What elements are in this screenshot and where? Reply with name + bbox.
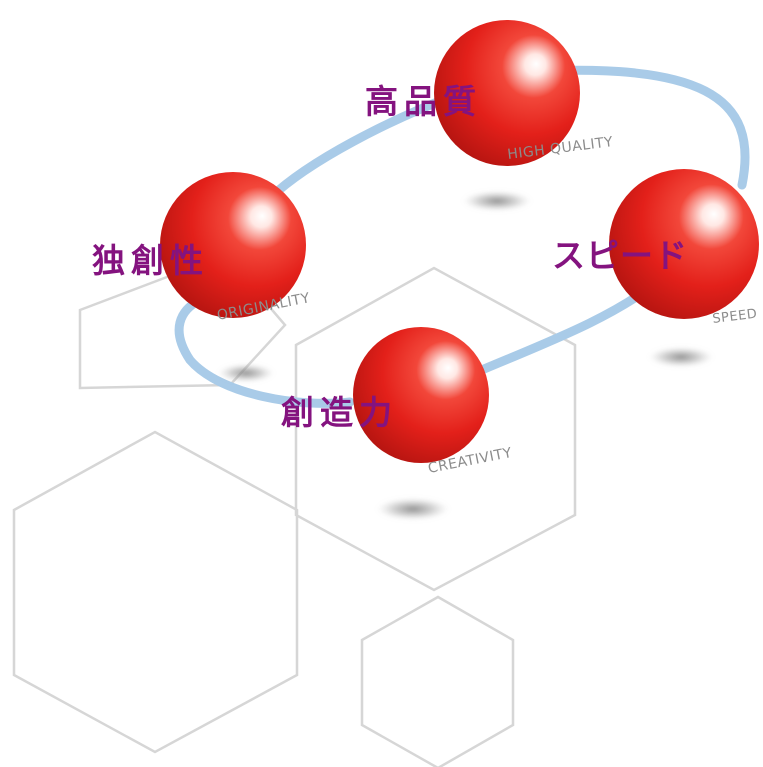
spheres — [160, 20, 759, 463]
label-jp-speed: スピード — [552, 236, 688, 275]
sphere-shadows — [218, 191, 713, 520]
japanese-labels: 高品質 スピード 創造力 独創性 — [92, 82, 688, 432]
sphere-creativity — [353, 327, 489, 463]
label-jp-high-quality: 高品質 — [365, 82, 482, 121]
sphere-shadow — [218, 364, 274, 382]
sphere-high-quality — [434, 20, 580, 166]
hexagon-decoration — [360, 595, 515, 767]
sphere-speed — [609, 169, 759, 319]
label-en-speed: SPEED — [712, 307, 759, 327]
sphere-shadow — [649, 347, 713, 367]
background-hexagons — [12, 253, 577, 767]
sphere-shadow — [463, 191, 531, 211]
label-jp-originality: 独創性 — [92, 241, 209, 280]
hexagon-decoration — [12, 430, 299, 754]
sphere-originality — [160, 172, 306, 318]
sphere-shadow — [377, 498, 449, 520]
label-jp-creativity: 創造力 — [281, 393, 398, 432]
